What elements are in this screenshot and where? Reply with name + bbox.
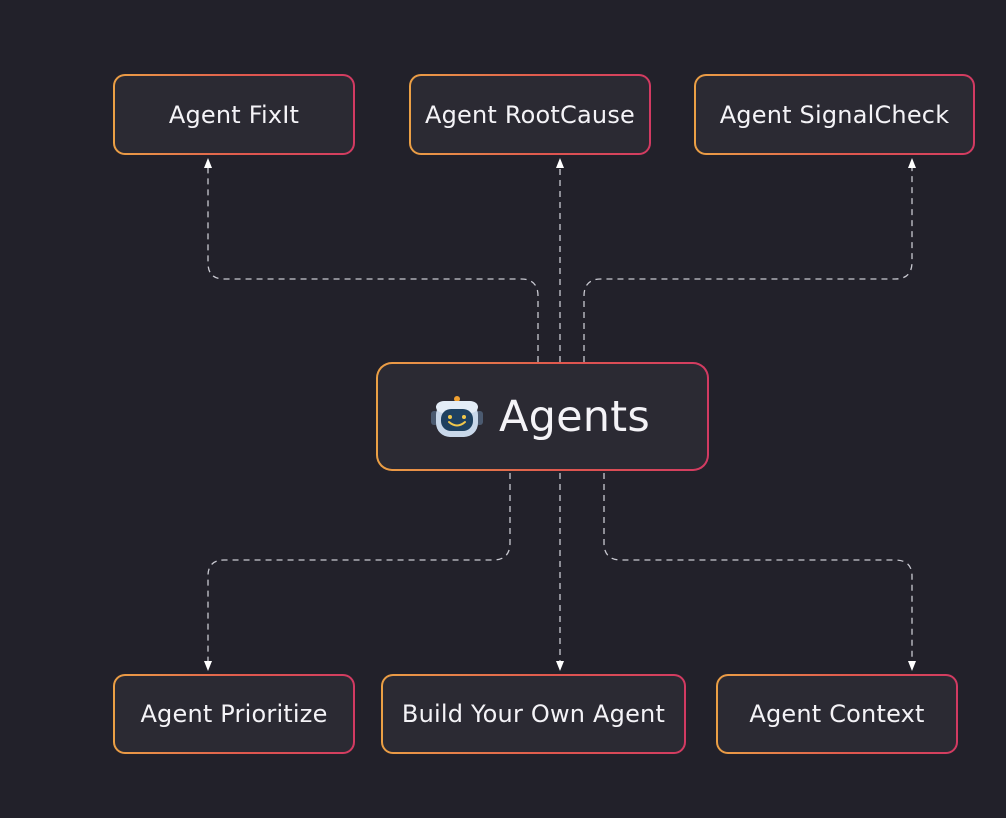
agent-prioritize-label: Agent Prioritize (115, 676, 353, 752)
build-your-own-agent-node[interactable]: Build Your Own Agent (381, 674, 686, 754)
agent-signalcheck-node[interactable]: Agent SignalCheck (694, 74, 975, 155)
agent-fixit-node[interactable]: Agent FixIt (113, 74, 355, 155)
agent-prioritize-node[interactable]: Agent Prioritize (113, 674, 355, 754)
agent-context-node[interactable]: Agent Context (716, 674, 958, 754)
agent-rootcause-label: Agent RootCause (411, 76, 649, 153)
agents-center-label: Agents (499, 391, 650, 442)
agents-center-content: Agents (378, 364, 707, 469)
robot-icon (431, 395, 484, 437)
agents-center-node[interactable]: Agents (376, 362, 709, 471)
agent-rootcause-node[interactable]: Agent RootCause (409, 74, 651, 155)
agent-fixit-label: Agent FixIt (115, 76, 353, 153)
connector-context (603, 473, 916, 671)
agent-signalcheck-label: Agent SignalCheck (696, 76, 973, 153)
connector-prioritize (204, 473, 511, 671)
agent-context-label: Agent Context (718, 676, 956, 752)
build-your-own-agent-label: Build Your Own Agent (383, 676, 684, 752)
connector-signalcheck (583, 158, 916, 362)
connector-fixit (204, 158, 539, 362)
